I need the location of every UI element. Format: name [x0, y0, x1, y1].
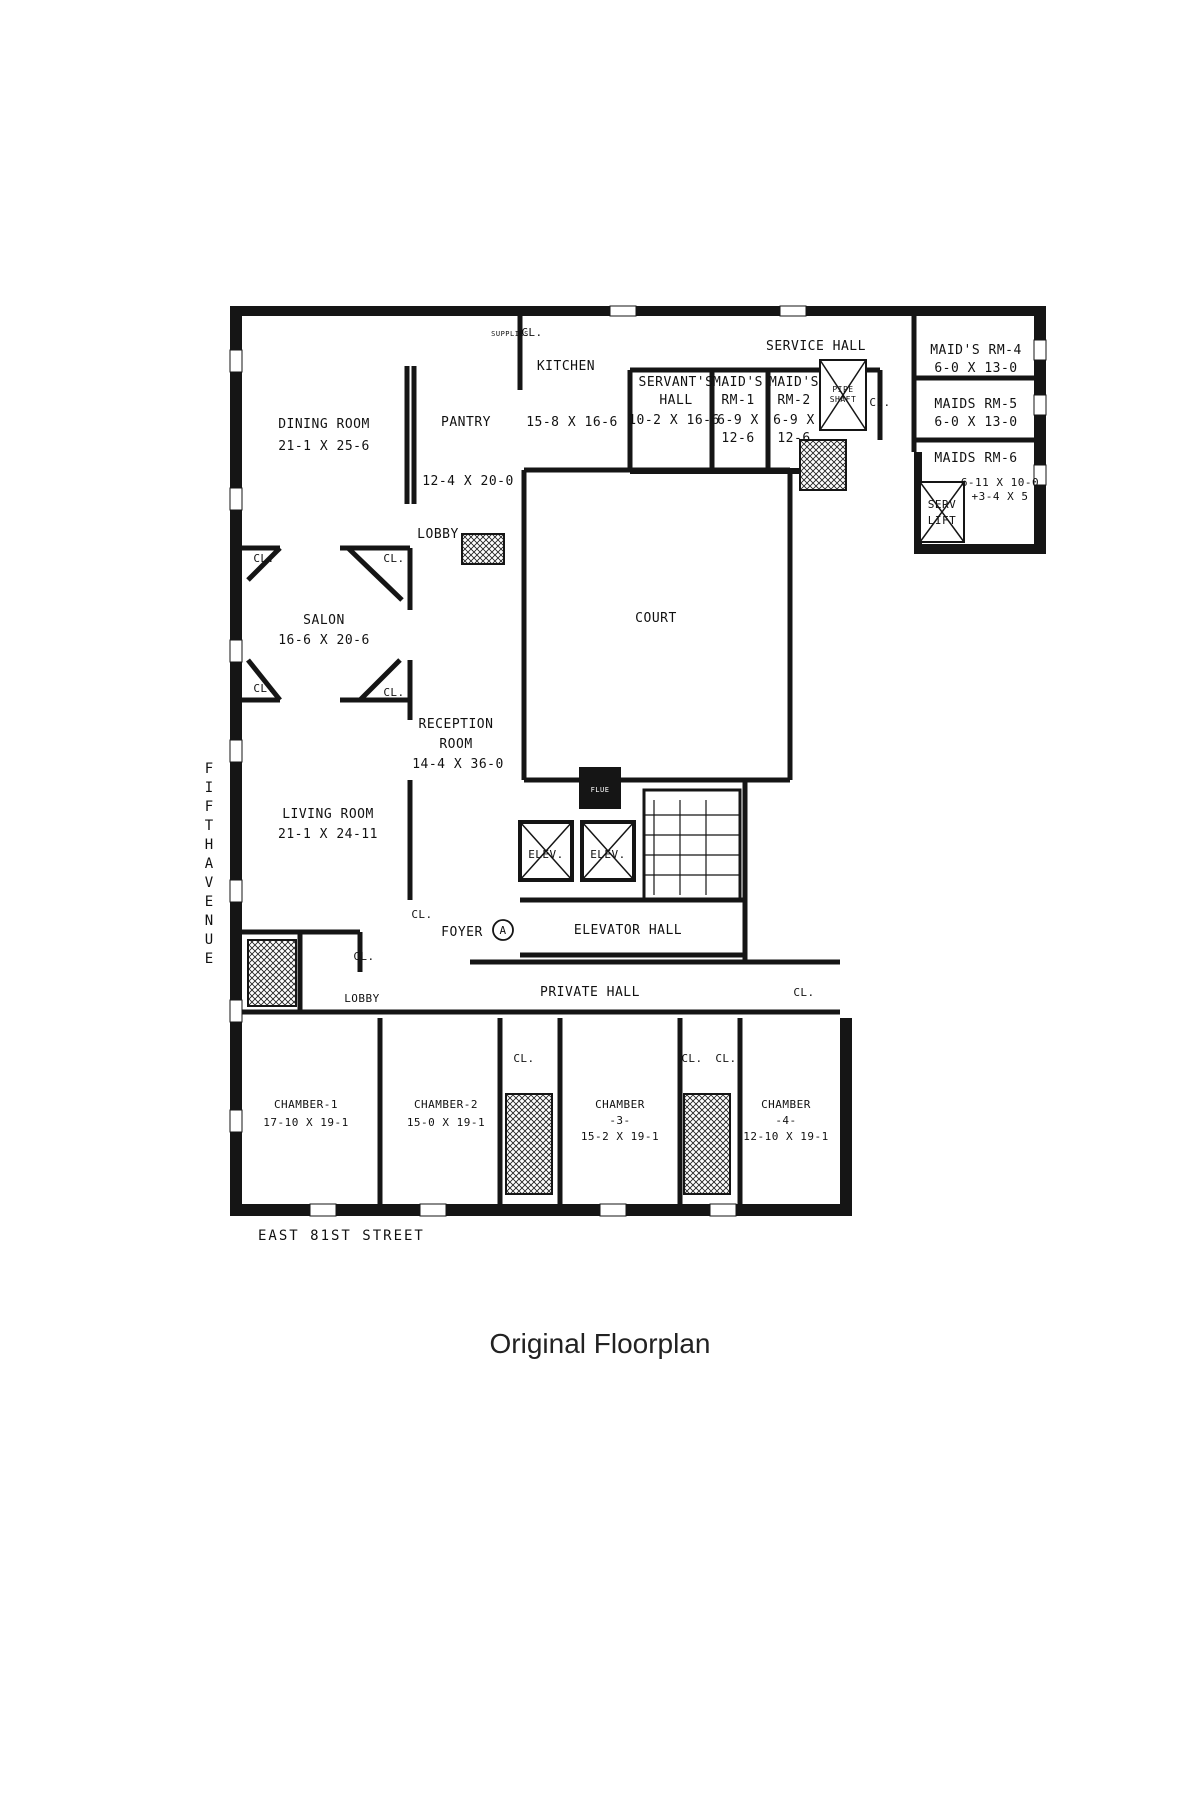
elev-1-label: ELEV. [528, 848, 564, 861]
chamber-3-label-1: CHAMBER [595, 1098, 645, 1111]
lobby-north-label: LOBBY [417, 527, 459, 542]
maids-rm-2-label-1: MAID'S [769, 375, 819, 390]
closet-label: CL. [513, 1052, 534, 1065]
shaft-crosses [519, 359, 965, 881]
closet-label: CL. [253, 682, 274, 695]
maids-rm-1-label-2: RM-1 [721, 393, 754, 408]
maids-rm-2-label-2: RM-2 [777, 393, 810, 408]
chamber-4-label-1: CHAMBER [761, 1098, 811, 1111]
hatched-fixtures [247, 359, 965, 1195]
salon-dims: 16-6 X 20-6 [278, 633, 370, 648]
chamber-3-dims: 15-2 X 19-1 [581, 1130, 659, 1143]
foyer-label: FOYER [441, 925, 483, 940]
pipe-shaft-label-2: SHAFT [830, 395, 857, 404]
lobby-bath-north [461, 533, 505, 565]
servants-hall-dims: 10-2 X 16-6 [628, 413, 720, 428]
chamber-1-dims: 17-10 X 19-1 [263, 1116, 348, 1129]
kitchen-dims: 15-8 X 16-6 [526, 415, 618, 430]
street-label-east-81st: EAST 81ST STREET [258, 1228, 425, 1244]
service-hall-label: SERVICE HALL [766, 339, 866, 354]
pantry-dims: 12-4 X 20-0 [422, 474, 514, 489]
servants-hall-label-1: SERVANT'S [639, 375, 714, 390]
chamber-4-dims: 12-10 X 19-1 [743, 1130, 828, 1143]
maids-rm-1-dims-1: 6-9 X [717, 413, 759, 428]
private-hall-label: PRIVATE HALL [540, 985, 640, 1000]
maids-rm-5-label: MAIDS RM-5 [934, 397, 1017, 412]
bath-chamber-3-4 [683, 1093, 731, 1195]
dining-room-dims: 21-1 X 25-6 [278, 439, 370, 454]
living-room-dims: 21-1 X 24-11 [278, 827, 378, 842]
closet-label: CL. [793, 986, 814, 999]
stairs [642, 788, 742, 902]
closet-label: CL. [411, 908, 432, 921]
flue-block [579, 767, 621, 809]
chamber-4-label-2: -4- [775, 1114, 796, 1127]
foyer-marker [492, 919, 514, 941]
maids-rm-2-dims-2: 12-6 [777, 431, 810, 446]
pipe-shaft-label-1: PIPE [832, 385, 853, 394]
court-label: COURT [635, 611, 677, 626]
reception-room-label-1: RECEPTION [419, 717, 494, 732]
maids-rm-1-dims-2: 12-6 [721, 431, 754, 446]
elevator-hall-label: ELEVATOR HALL [574, 923, 682, 938]
closet-label: CL. [383, 552, 404, 565]
reception-room-label-2: ROOM [439, 737, 472, 752]
supplies-label: SUPPLIES [491, 330, 529, 338]
dining-room-label: DINING ROOM [278, 417, 370, 432]
maids-rm-1-label-1: MAID'S [713, 375, 763, 390]
chamber-2-label: CHAMBER-2 [414, 1098, 478, 1111]
chamber-2-dims: 15-0 X 19-1 [407, 1116, 485, 1129]
street-label-fifth-avenue: FIFTH AVENUE [204, 761, 214, 967]
reception-room-dims: 14-4 X 36-0 [412, 757, 504, 772]
interior-walls [242, 316, 1034, 1204]
service-bath [799, 439, 847, 491]
bath-chamber-2-3 [505, 1093, 553, 1195]
closet-label: CL. [383, 686, 404, 699]
pantry-label: PANTRY [441, 415, 491, 430]
maids-rm-6-dims-2: +3-4 X 5 [972, 490, 1029, 503]
elev-2-label: ELEV. [590, 848, 626, 861]
living-room-label: LIVING ROOM [282, 807, 374, 822]
chamber-1-label: CHAMBER-1 [274, 1098, 338, 1111]
closet-label: CL. [681, 1052, 702, 1065]
maids-rm-6-dims-1: 6-11 X 10-0 [961, 476, 1039, 489]
closet-label: CL. [353, 950, 374, 963]
windows [229, 305, 1047, 1217]
maids-rm-4-label: MAID'S RM-4 [930, 343, 1022, 358]
serv-lift-label-2: LIFT [928, 514, 957, 527]
exterior-walls [230, 306, 1046, 1216]
lobby-south-label: LOBBY [344, 992, 380, 1005]
closet-label: CL. [521, 326, 542, 339]
floorplan-caption: Original Floorplan [489, 1328, 711, 1359]
servants-hall-label-2: HALL [659, 393, 692, 408]
serv-lift-label-1: SERV [928, 498, 957, 511]
closet-label: CL. [715, 1052, 736, 1065]
salon-label: SALON [303, 613, 345, 628]
maids-rm-4-dims: 6-0 X 13-0 [934, 361, 1017, 376]
maids-rm-6-label: MAIDS RM-6 [934, 451, 1017, 466]
foyer-marker-letter: A [499, 924, 506, 937]
closet-label: CL. [253, 552, 274, 565]
chamber-3-label-2: -3- [609, 1114, 630, 1127]
kitchen-label: KITCHEN [537, 359, 595, 374]
flue-label: FLUE [591, 786, 610, 794]
bath-lobby-south [247, 939, 297, 1007]
closet-label: CL. [869, 396, 890, 409]
maids-rm-5-dims: 6-0 X 13-0 [934, 415, 1017, 430]
room-labels: DINING ROOM 21-1 X 25-6 PANTRY 12-4 X 20… [253, 326, 1039, 1143]
maids-rm-2-dims-1: 6-9 X [773, 413, 815, 428]
